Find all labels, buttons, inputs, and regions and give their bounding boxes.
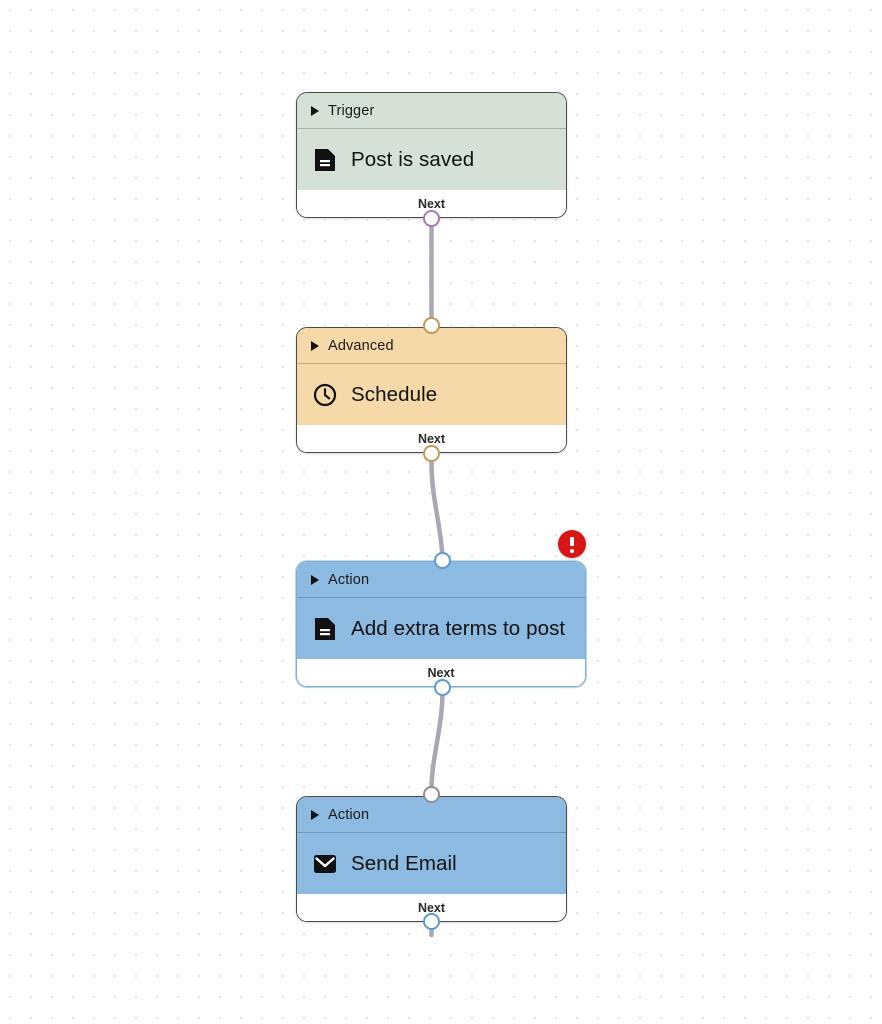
node-divider — [297, 597, 585, 598]
chevron-right-icon[interactable] — [311, 340, 319, 351]
port-action-terms-input[interactable] — [434, 552, 451, 569]
port-trigger-output[interactable] — [423, 210, 440, 227]
chevron-right-icon[interactable] — [311, 574, 319, 585]
node-body[interactable]: Send Email — [297, 833, 566, 894]
node-kind-label: Action — [328, 806, 370, 823]
node-title: Post is saved — [351, 147, 475, 171]
port-schedule-input[interactable] — [423, 317, 440, 334]
node-header[interactable]: Trigger — [297, 93, 566, 128]
node-kind-label: Trigger — [328, 102, 375, 119]
chevron-right-icon[interactable] — [311, 105, 319, 116]
envelope-icon — [313, 852, 337, 876]
node-advanced-schedule[interactable]: Advanced Schedule Next — [296, 327, 567, 453]
node-title: Add extra terms to post — [351, 616, 566, 640]
node-body[interactable]: Post is saved — [297, 129, 566, 190]
port-action-terms-output[interactable] — [434, 679, 451, 696]
node-body[interactable]: Add extra terms to post — [297, 598, 585, 659]
node-kind-label: Action — [328, 571, 370, 588]
node-title: Send Email — [351, 851, 457, 875]
chevron-right-icon[interactable] — [311, 809, 319, 820]
node-trigger-post-is-saved[interactable]: Trigger Post is saved Next — [296, 92, 567, 218]
document-icon — [313, 148, 337, 172]
node-action-add-extra-terms[interactable]: Action Add extra terms to post Next — [296, 561, 586, 687]
clock-icon — [313, 383, 337, 407]
node-action-send-email[interactable]: Action Send Email Next — [296, 796, 567, 922]
edge-schedule-to-action — [429, 456, 445, 561]
port-send-email-input[interactable] — [423, 786, 440, 803]
node-title: Schedule — [351, 382, 438, 406]
error-badge[interactable] — [558, 530, 586, 558]
node-divider — [297, 363, 566, 364]
node-divider — [297, 128, 566, 129]
document-icon — [313, 617, 337, 641]
exclamation-icon — [570, 537, 574, 553]
node-body[interactable]: Schedule — [297, 364, 566, 425]
port-schedule-output[interactable] — [423, 445, 440, 462]
node-divider — [297, 832, 566, 833]
edge-action-to-email — [429, 690, 445, 795]
port-send-email-output[interactable] — [423, 913, 440, 930]
node-kind-label: Advanced — [328, 337, 394, 354]
